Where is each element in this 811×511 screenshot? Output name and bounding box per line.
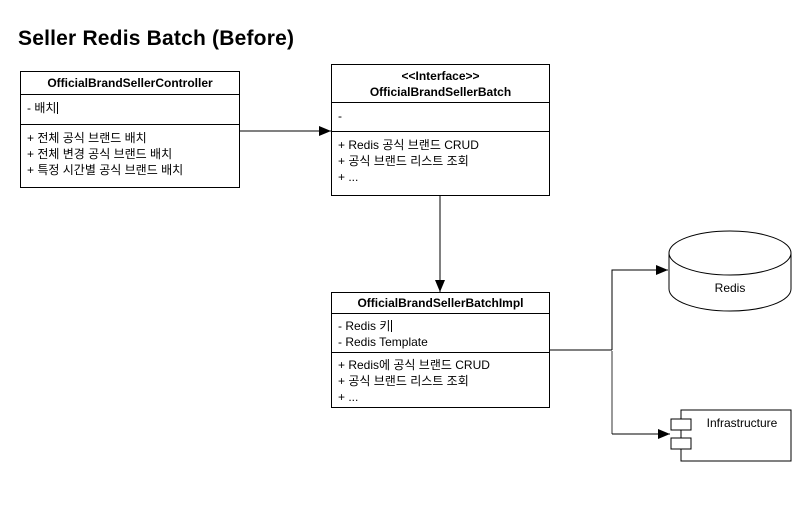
class-box-impl[interactable]: OfficialBrandSellerBatchImpl - Redis 키 -… xyxy=(331,292,550,408)
arrow-impl-to-redis[interactable] xyxy=(611,265,668,350)
class-box-controller[interactable]: OfficialBrandSellerController - 배치 + 전체 … xyxy=(20,71,240,188)
class-box-interface[interactable]: <<Interface>> OfficialBrandSellerBatch -… xyxy=(331,64,550,196)
method-line: + 공식 브랜드 리스트 조회 xyxy=(338,374,469,388)
field-line: - Redis Template xyxy=(338,335,428,349)
field-line: - 배치 xyxy=(27,100,233,116)
component-tab-bottom xyxy=(670,437,692,450)
methods-section: + Redis 공식 브랜드 CRUD + 공식 브랜드 리스트 조회 + ..… xyxy=(332,131,549,195)
fields-section: - xyxy=(332,102,549,131)
method-line: + 특정 시간별 공식 브랜드 배치 xyxy=(27,163,184,177)
component-infrastructure[interactable]: Infrastructure xyxy=(670,409,792,462)
diagram-title: Seller Redis Batch (Before) xyxy=(18,27,295,51)
text-caret xyxy=(391,320,393,332)
field-line: - xyxy=(338,109,342,123)
field-line: - Redis 키 xyxy=(338,318,543,334)
component-body xyxy=(680,409,792,462)
method-line: + Redis에 공식 브랜드 CRUD xyxy=(338,358,490,372)
component-label: Infrastructure xyxy=(707,416,778,430)
method-line: + ... xyxy=(338,170,359,184)
component-tab-top xyxy=(670,418,692,431)
fields-section: - 배치 xyxy=(21,94,239,124)
method-line: + ... xyxy=(338,390,359,404)
text-caret xyxy=(57,102,59,114)
interface-stereotype: <<Interface>> xyxy=(401,68,480,83)
method-line: + 전체 변경 공식 브랜드 배치 xyxy=(27,147,173,161)
interface-header: <<Interface>> OfficialBrandSellerBatch xyxy=(332,65,549,102)
methods-section: + 전체 공식 브랜드 배치 + 전체 변경 공식 브랜드 배치 + 특정 시간… xyxy=(21,124,239,187)
fields-section: - Redis 키 - Redis Template xyxy=(332,313,549,352)
class-name-controller: OfficialBrandSellerController xyxy=(47,76,213,90)
database-cylinder-redis[interactable]: Redis xyxy=(668,230,792,312)
field-text: - Redis 키 xyxy=(338,319,391,333)
field-text: - 배치 xyxy=(27,101,57,115)
method-line: + 공식 브랜드 리스트 조회 xyxy=(338,154,469,168)
class-name-interface: OfficialBrandSellerBatch xyxy=(369,84,512,99)
method-line: + 전체 공식 브랜드 배치 xyxy=(27,131,147,145)
database-label: Redis xyxy=(715,281,746,295)
class-name-impl: OfficialBrandSellerBatchImpl xyxy=(357,296,524,310)
methods-section: + Redis에 공식 브랜드 CRUD + 공식 브랜드 리스트 조회 + .… xyxy=(332,352,549,407)
method-line: + Redis 공식 브랜드 CRUD xyxy=(338,138,479,152)
cylinder-top xyxy=(668,230,792,276)
